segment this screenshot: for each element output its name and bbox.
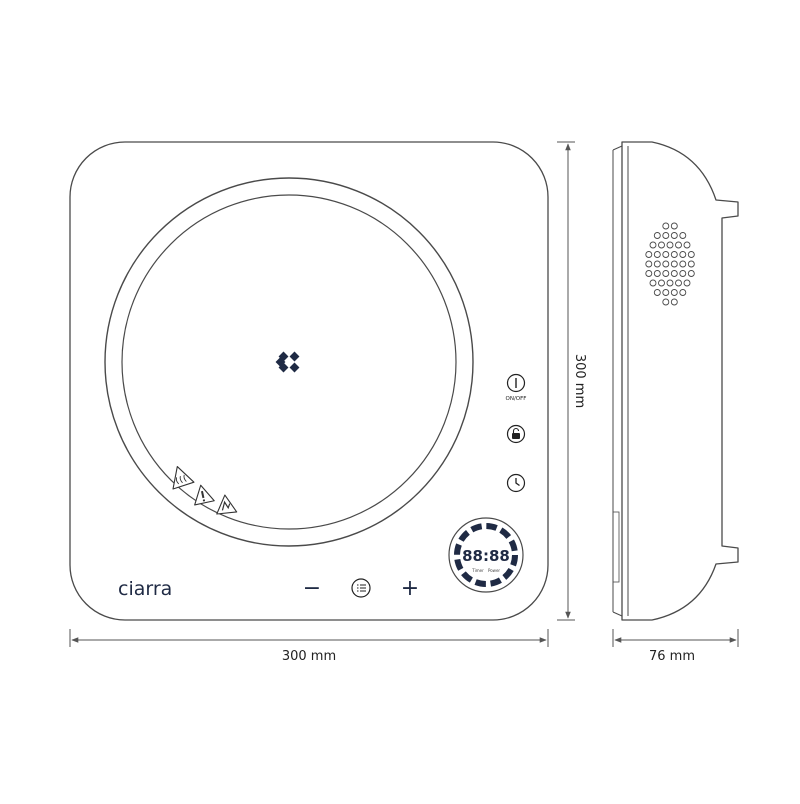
vent-hole [662,251,670,258]
clock-icon [515,478,520,487]
vent-hole [666,241,674,249]
width-dimension: 300 mm [69,629,549,664]
vent-hole [653,289,661,296]
height-dimension: 300 mm [557,141,587,621]
cooking-zone-inner-ring [121,194,457,530]
vent-hole [683,241,691,249]
warning-exclamation-icon [194,484,215,506]
vent-hole [687,270,695,277]
vent-hole [645,270,653,277]
display-digits: 88:88 [462,547,510,565]
vent-hole [653,232,661,239]
digital-display: 88:88 Timer Power [448,517,524,593]
vent-hole [670,222,678,230]
display-timer-label: Timer [471,568,484,573]
menu-icon [357,584,366,592]
vent-hole [649,279,657,287]
vent-hole [670,270,678,277]
vent-hole [675,279,682,287]
vent-hole [666,279,674,287]
vent-hole [687,260,695,268]
vent-hole [662,298,670,306]
vent-hole [670,289,678,296]
vent-hole [670,260,678,268]
side-view-outline [621,141,739,621]
side-vent-grille [645,222,695,306]
vent-hole [658,279,665,287]
depth-dimension-label: 76 mm [649,649,695,664]
vent-hole [658,241,665,249]
power-button-label: ON/OFF [506,396,527,402]
vent-hole [679,260,687,268]
vent-hole [679,289,687,296]
vent-hole [662,260,670,268]
display-power-label: Power [488,568,500,573]
vent-hole [662,232,670,239]
warning-hot-surface-icon [172,466,195,490]
vent-hole [670,251,678,258]
vent-hole [653,260,661,268]
power-button[interactable]: ON/OFF [506,373,527,403]
vent-hole [645,251,653,258]
vent-hole [653,270,661,277]
depth-dimension: 76 mm [612,629,739,664]
vent-hole [687,251,695,258]
lock-button[interactable] [506,424,526,444]
vent-hole [653,251,661,258]
vent-hole [662,289,670,296]
vent-hole [675,241,682,249]
display-segment-ring [454,523,518,587]
minus-button[interactable]: − [303,576,321,601]
cooking-zone-outer-ring [104,177,474,547]
height-dimension-label: 300 mm [572,354,587,408]
plus-button[interactable]: + [401,576,419,601]
warning-magnetic-icon [216,494,238,515]
vent-hole [683,279,691,287]
vent-hole [679,232,687,239]
width-dimension-label: 300 mm [282,649,336,664]
vent-hole [662,222,670,230]
cooktop-side-view [612,141,739,621]
vent-hole [662,270,670,277]
menu-button[interactable] [351,578,371,598]
brand-logo-text: ciarra [118,578,172,600]
vent-hole [670,298,678,306]
cooktop-body-outline [69,141,549,621]
cooktop-top-view: ON/OFF 88:88 Timer Power ciarra − [69,141,549,621]
vent-hole [645,260,653,268]
vent-hole [679,251,687,258]
lock-icon [512,427,520,439]
vent-hole [679,270,687,277]
timer-button[interactable] [506,473,526,493]
vent-hole [670,232,678,239]
vent-hole [649,241,657,249]
